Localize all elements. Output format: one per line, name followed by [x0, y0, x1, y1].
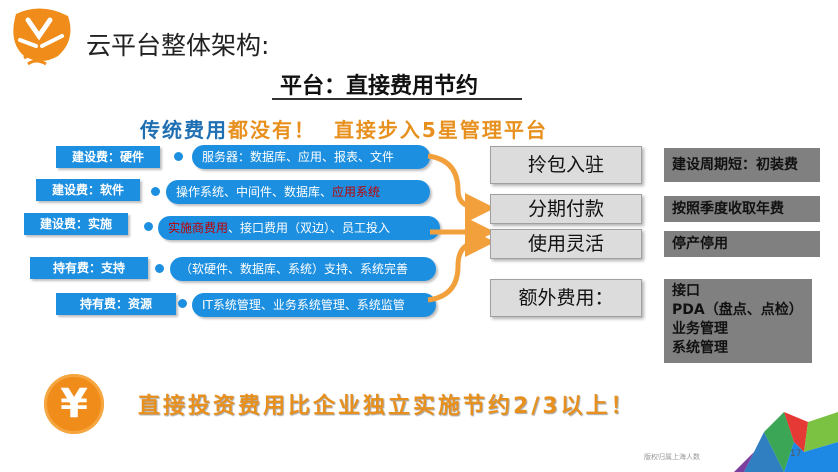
footer-note: 版权归属上海人数 [644, 453, 700, 461]
extra-item: PDA（盘点、点检） [672, 302, 803, 318]
bullet-dot [178, 299, 187, 308]
page-subtitle: 平台：直接费用节约 [280, 74, 479, 99]
pill-highlight: 应用系统 [332, 185, 381, 199]
pill-build-hardware: 服务器：数据库、应用、报表、文件 [192, 145, 430, 169]
pill-text: （软硬件、数据库、系统）支持、系统完善 [180, 262, 409, 276]
tag-build-hardware: 建设费：硬件 [56, 146, 160, 168]
box-extra-items: 接口 PDA（盘点、点检） 业务管理 系统管理 [664, 279, 812, 363]
pill-text: 、接口费用（双边）、员工投入 [228, 221, 391, 235]
tag-build-software: 建设费：软件 [36, 179, 140, 201]
tag-hold-resources: 持有费：资源 [56, 293, 176, 315]
bullet-dot [155, 264, 164, 273]
pill-build-software: 操作系统、中间件、数据库、应用系统 [166, 180, 430, 204]
box-quarterly-fee: 按照季度收取年费 [664, 196, 820, 222]
headline-part3: 直接步入5星管理平台 [333, 118, 548, 142]
box-installments: 分期付款 [490, 194, 642, 224]
pill-hold-resources: IT系统管理、业务系统管理、系统监管 [192, 293, 436, 317]
bullet-dot [151, 187, 160, 196]
tag-hold-support: 持有费：支持 [30, 257, 148, 279]
box-extra-fees: 额外费用： [490, 279, 642, 317]
headline: 传统费用都没有！ 直接步入5星管理平台 [140, 114, 548, 143]
decorative-mosaic [734, 412, 838, 472]
box-stop-use: 停产停用 [664, 231, 820, 257]
subtitle-underline [272, 98, 522, 100]
bottom-statement: 直接投资费用比企业独立实施节约2/3以上！ [138, 394, 636, 419]
pill-text: 服务器：数据库、应用、报表、文件 [202, 150, 395, 164]
flow-arrows [427, 153, 495, 303]
pill-text: IT系统管理、业务系统管理、系统监管 [202, 298, 405, 312]
box-flexible: 使用灵活 [490, 229, 642, 259]
headline-part2: 都没有！ [228, 118, 316, 142]
company-logo [13, 8, 71, 66]
headline-part1: 传统费用 [140, 118, 228, 142]
box-move-in: 拎包入驻 [490, 146, 642, 184]
bullet-dot [144, 222, 153, 231]
box-short-cycle: 建设周期短：初装费 [664, 148, 820, 182]
pill-build-implementation: 实施商费用、接口费用（双边）、员工投入 [158, 216, 440, 240]
extra-item: 业务管理 [672, 321, 728, 337]
tag-build-implementation: 建设费：实施 [24, 213, 128, 235]
extra-item: 接口 [672, 283, 700, 299]
page-title: 云平台整体架构: [86, 31, 270, 60]
yen-coin-icon: ¥ [44, 374, 104, 434]
page-number: 17 [790, 449, 802, 459]
pill-text: 操作系统、中间件、数据库、 [176, 185, 333, 199]
bullet-dot [174, 152, 183, 161]
pill-hold-support: （软硬件、数据库、系统）支持、系统完善 [170, 257, 436, 281]
extra-item: 系统管理 [672, 340, 728, 356]
pill-highlight: 实施商费用 [168, 221, 229, 235]
